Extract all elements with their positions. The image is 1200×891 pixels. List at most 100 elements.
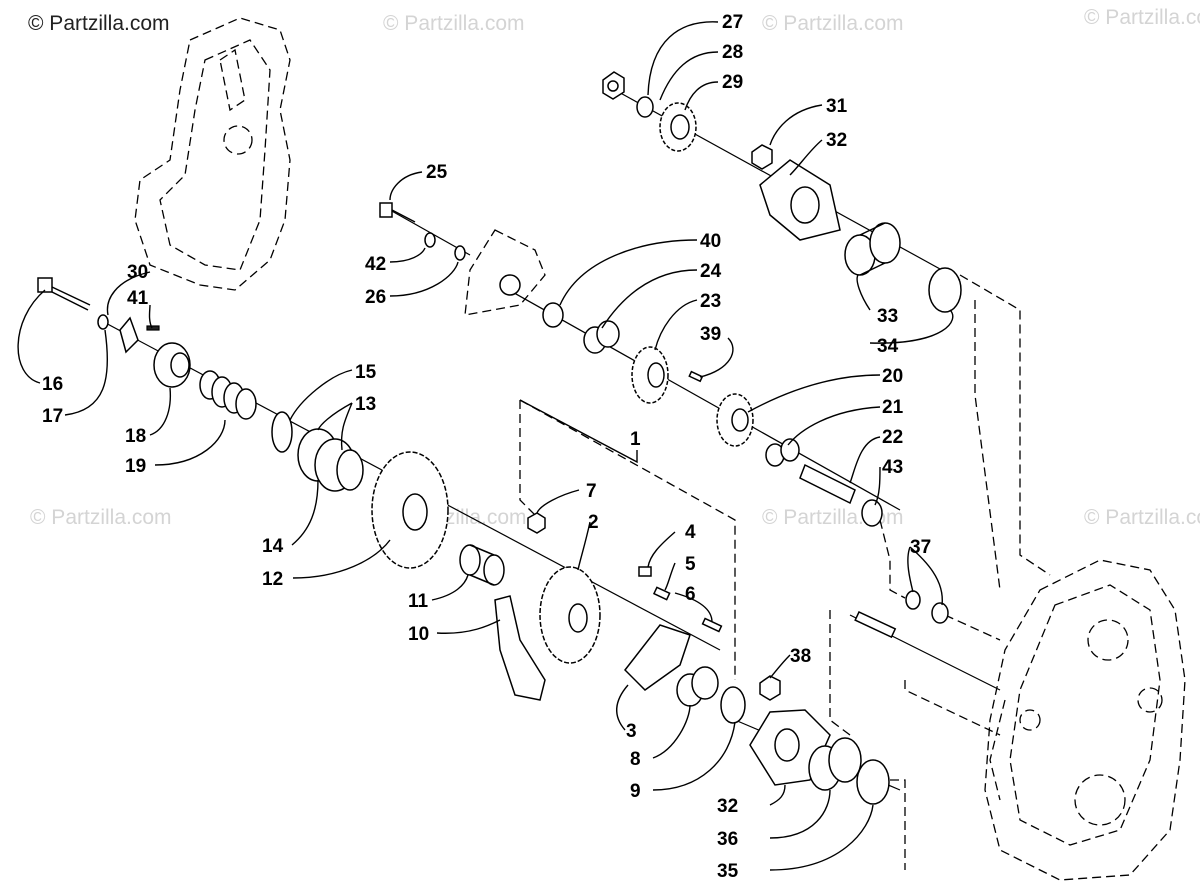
- part-sprocket-2: [539, 566, 601, 664]
- part-nut-38: [759, 675, 781, 701]
- callout-12: 12: [262, 569, 283, 590]
- callout-2: 2: [588, 512, 599, 533]
- callout-19: 19: [125, 456, 146, 477]
- part-bearing-21: [765, 438, 800, 467]
- part-bolt-25: [379, 202, 416, 223]
- part-bearing-36: [808, 737, 862, 791]
- callout-39: 39: [700, 324, 721, 345]
- part-bolt-16: [37, 277, 91, 311]
- part-key-39: [688, 370, 704, 383]
- callout-26: 26: [365, 287, 386, 308]
- callout-1: 1: [630, 429, 641, 450]
- gearcase-housing-outline: [984, 559, 1186, 881]
- callout-17: 17: [42, 406, 63, 427]
- callout-7: 7: [586, 481, 597, 502]
- callout-13: 13: [355, 394, 376, 415]
- callout-42: 42: [365, 254, 386, 275]
- part-bearing-8: [676, 666, 719, 707]
- part-bearing-24: [583, 320, 620, 354]
- part-bearing-14: [297, 428, 364, 492]
- callout-3: 3: [626, 721, 637, 742]
- callout-21: 21: [882, 397, 904, 418]
- watermark-top-left: © Partzilla.com: [28, 12, 170, 35]
- part-bearing-flange-32-top: [759, 159, 841, 241]
- part-spring-5: [652, 586, 671, 601]
- part-nut-31: [751, 144, 773, 170]
- callout-22: 22: [882, 427, 903, 448]
- callout-6: 6: [685, 584, 696, 605]
- part-screw-6: [701, 617, 723, 633]
- part-washer-9: [720, 686, 746, 724]
- part-nut-27: [602, 71, 625, 100]
- leader-lines: [17, 21, 954, 871]
- callout-38: 38: [790, 646, 811, 667]
- part-cup-18: [153, 342, 191, 388]
- part-washer-43: [861, 499, 883, 527]
- part-bearing-33: [844, 222, 901, 276]
- part-chain-10: [494, 595, 546, 701]
- callout-33: 33: [877, 306, 898, 327]
- part-snap-ring-15: [271, 411, 293, 453]
- part-sprocket-12: [371, 451, 449, 569]
- callout-4: 4: [685, 522, 696, 543]
- part-plate-3: [624, 624, 691, 691]
- part-pin-41: [146, 325, 160, 331]
- watermark-mid-left: © Partzilla.com: [30, 506, 172, 529]
- callout-11: 11: [408, 591, 429, 612]
- part-plug-4: [638, 566, 652, 577]
- watermark-mid-far-right: © Partzilla.com: [1084, 506, 1200, 529]
- callout-23: 23: [700, 291, 721, 312]
- watermark-top-right: © Partzilla.com: [762, 12, 904, 35]
- part-washer-13: [336, 449, 364, 491]
- callout-8: 8: [630, 749, 641, 770]
- part-seal-34: [928, 267, 962, 313]
- part-sprocket-29: [659, 102, 697, 152]
- watermark-top-far-right: © Partzilla.com: [1084, 6, 1200, 29]
- part-retainer-30: [119, 316, 160, 354]
- callout-14: 14: [262, 536, 284, 557]
- part-washer-37a: [905, 590, 921, 610]
- part-spacer-40: [542, 302, 564, 328]
- part-gear-11: [459, 544, 505, 586]
- part-sprocket-23: [631, 346, 669, 404]
- callout-20: 20: [882, 366, 903, 387]
- chaincase-cover-outline: [134, 17, 291, 291]
- callout-32-top: 32: [826, 130, 847, 151]
- callout-31: 31: [826, 96, 848, 117]
- callout-15: 15: [355, 362, 377, 383]
- callout-43: 43: [882, 457, 903, 478]
- part-washer-26: [454, 245, 466, 261]
- shaft-lines: [99, 89, 1001, 791]
- callout-41: 41: [127, 288, 149, 309]
- part-spring-19: [199, 370, 257, 420]
- callout-24: 24: [700, 261, 722, 282]
- callout-36: 36: [717, 829, 738, 850]
- callout-37: 37: [910, 537, 931, 558]
- part-washer-37b: [931, 602, 949, 624]
- callout-40: 40: [700, 231, 721, 252]
- callout-28: 28: [722, 42, 743, 63]
- part-sprocket-20: [716, 393, 754, 447]
- callout-16: 16: [42, 374, 63, 395]
- callout-29: 29: [722, 72, 743, 93]
- watermark-top-center: © Partzilla.com: [383, 12, 525, 35]
- part-washer-28: [636, 96, 654, 118]
- part-washer-17: [97, 314, 109, 330]
- callout-34: 34: [877, 336, 899, 357]
- part-nut-7: [527, 512, 546, 534]
- callout-5: 5: [685, 554, 696, 575]
- part-stud: [854, 611, 897, 639]
- callout-30: 30: [127, 262, 148, 283]
- callout-32-bottom: 32: [717, 796, 738, 817]
- callout-18: 18: [125, 426, 146, 447]
- part-spacer-tube-22: [799, 463, 856, 505]
- callout-27: 27: [722, 12, 743, 33]
- callout-35: 35: [717, 861, 739, 882]
- callout-labels: 27 28 29 31 32 33 34 25 42 26 40 24 23 3…: [42, 12, 931, 882]
- part-seal-35: [856, 759, 890, 805]
- assembly-lines: [519, 274, 1051, 870]
- part-bracket-mount: [464, 229, 546, 316]
- callout-10: 10: [408, 624, 429, 645]
- part-washer-42: [424, 232, 436, 248]
